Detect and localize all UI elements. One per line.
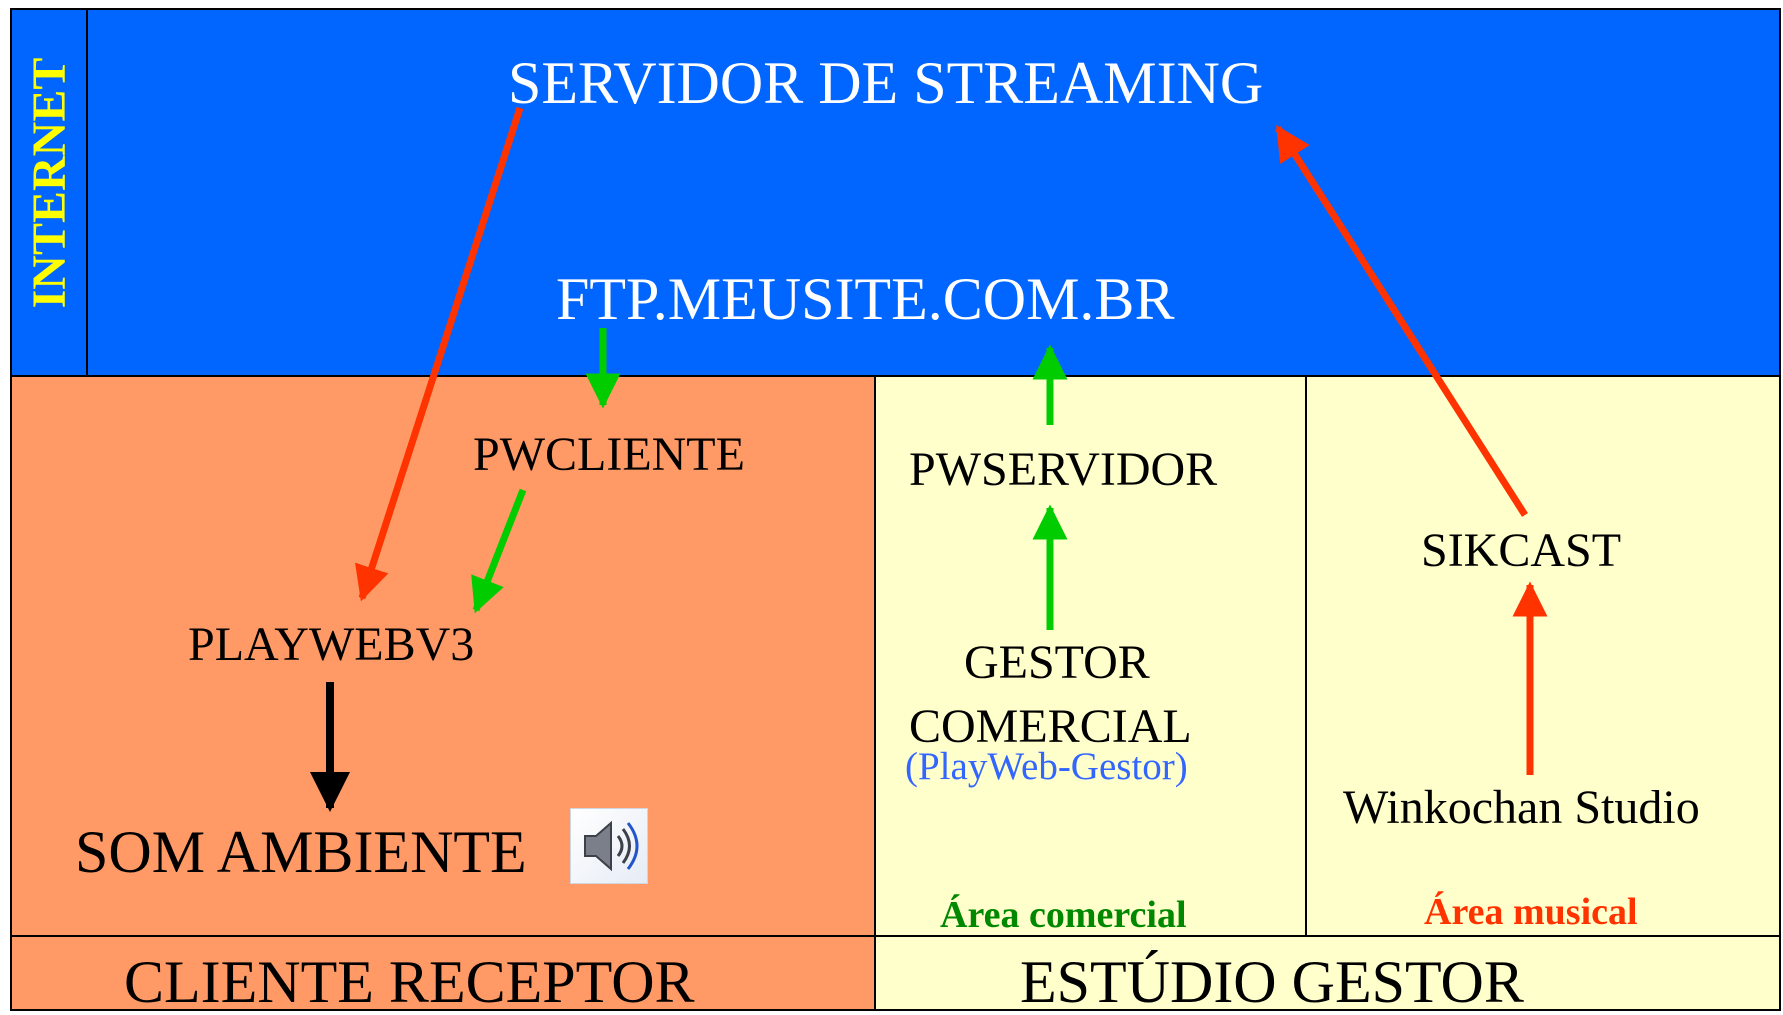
- client-footer-bar: [10, 935, 874, 1011]
- pwcliente-label: PWCLIENTE: [473, 428, 745, 481]
- som-ambiente-label: SOM AMBIENTE: [75, 819, 527, 885]
- internet-label-column: [10, 8, 88, 377]
- studio-footer-bar: [874, 935, 1781, 1011]
- internet-panel: [10, 8, 1781, 377]
- studio-divider: [1305, 376, 1307, 936]
- estudio-gestor-title: ESTÚDIO GESTOR: [1020, 949, 1524, 1015]
- client-panel: [10, 376, 874, 1011]
- area-musical-label: Área musical: [1424, 891, 1638, 933]
- client-receptor-title: CLIENTE RECEPTOR: [124, 949, 695, 1015]
- pwservidor-label: PWSERVIDOR: [909, 443, 1218, 496]
- arrow-streaming-to-playwebv3: [355, 106, 524, 602]
- speaker-icon: [570, 808, 648, 884]
- arrow-pwcliente-to-playwebv3: [471, 488, 527, 614]
- internet-bottom-border: [10, 375, 1781, 377]
- studio-panel: [874, 376, 1781, 1011]
- playweb-gestor-label: (PlayWeb-Gestor): [905, 745, 1188, 788]
- playwebv3-label: PLAYWEBV3: [188, 618, 475, 671]
- gestor-label: GESTOR: [964, 636, 1150, 689]
- winkochan-label: Winkochan Studio: [1343, 781, 1700, 834]
- arrow-sikcast-to-streaming: [1275, 125, 1528, 517]
- area-comercial-label: Área comercial: [940, 894, 1187, 936]
- ftp-server-title: FTP.MEUSITE.COM.BR: [556, 266, 1175, 332]
- sikcast-label: SIKCAST: [1421, 524, 1622, 577]
- streaming-server-title: SERVIDOR DE STREAMING: [508, 50, 1264, 116]
- comercial-label: COMERCIAL: [909, 700, 1192, 753]
